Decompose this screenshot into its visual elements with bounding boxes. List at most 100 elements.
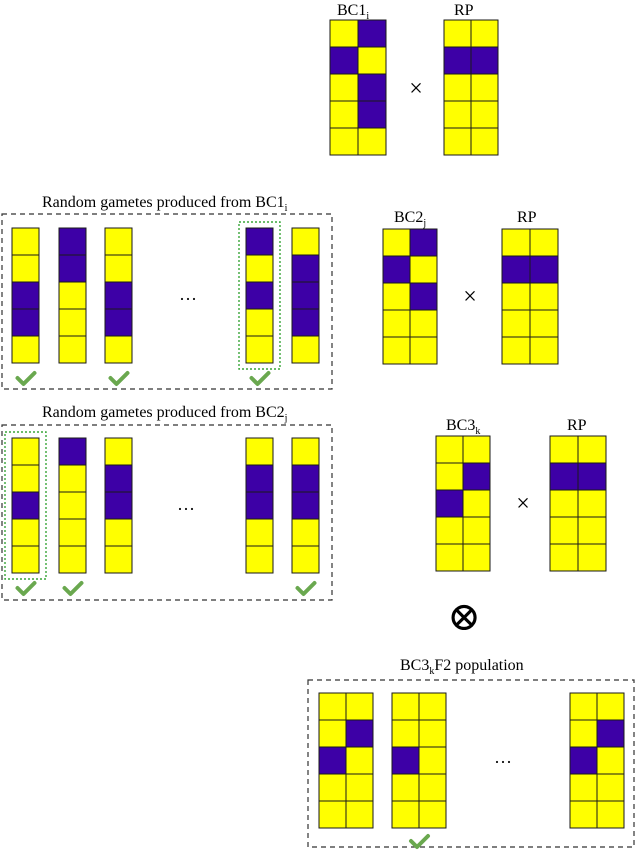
f2-individual [318,692,374,829]
genotype-rp2-cell [501,282,531,311]
gamete1-cell [58,281,87,310]
genotype-rp1-cell [470,46,499,75]
f2-individual-cell [569,746,598,775]
gamete2-cell [58,464,87,493]
f2-individual-cell [318,800,347,829]
gamete1-cell [245,281,274,310]
genotype-rp3-cell [577,489,607,518]
genotype-bc1-cell [357,73,387,102]
genotype-rp2-cell [529,309,559,338]
genotype-bc2-cell [409,336,438,365]
bc1-label: BC1i [337,2,369,22]
genotype-rp2-cell [529,282,559,311]
genotype-bc1-cell [329,127,359,156]
gamete1-cell [11,254,40,283]
gamete1-cell [104,281,133,310]
selected-checkmark [409,834,430,849]
genotype-rp1 [443,19,499,156]
gamete1-cell [11,227,40,256]
genotype-bc1-cell [357,100,387,129]
gamete2-cell [245,437,274,466]
bc3-label: BC3k [446,417,480,437]
rp-label-2: RP [517,209,537,226]
f2-individual-cell [596,692,625,721]
f2-population-title: BC3kF2 population [400,657,524,677]
genotype-rp1-cell [470,127,499,156]
genotype-bc2 [382,228,438,365]
f2-individual-cell [596,746,625,775]
f2-individual-cell [318,746,347,775]
f2-individual [391,692,447,829]
gamete2-cell [11,437,40,466]
gamete2-cell [104,518,133,547]
selfing-symbol: ⊗ [447,594,481,639]
gamete2-cell [245,491,274,520]
gamete1-cell [58,308,87,337]
gamete1-cell [104,335,133,364]
genotype-rp3-cell [577,516,607,545]
f2-population-box [307,679,635,848]
gamete2-cell [58,437,87,466]
gamete2-cell [11,464,40,493]
f2-individual-cell [596,773,625,802]
gamete1-cell [291,308,320,337]
bc2-label: BC2j [394,209,426,229]
ellipsis-2: ··· [177,499,195,519]
genotype-bc2-cell [409,228,438,257]
rp-label-3: RP [567,417,587,434]
genotype-rp3-cell [549,543,579,572]
genotype-rp1-cell [443,127,472,156]
gametes-bc2-title: Random gametes produced from BC2j [42,404,287,424]
f2-individual-cell [569,692,598,721]
selected-checkmark [15,581,37,596]
f2-individual-cell [418,773,447,802]
gamete1-cell [245,254,274,283]
gametes-bc2-box [1,424,333,601]
cross-symbol-3: × [516,491,530,517]
f2-individual-cell [418,692,447,721]
ellipsis-3: ··· [494,752,512,772]
gamete1-cell [58,254,87,283]
gamete2-cell [104,464,133,493]
genotype-bc3-cell [462,435,491,464]
genotype-bc2-cell [382,255,411,284]
selected-checkmark [295,581,317,596]
gamete1-cell [245,227,274,256]
f2-individual-cell [418,800,447,829]
genotype-bc2-cell [382,309,411,338]
f2-individual-cell [318,719,347,748]
selected-checkmark [249,371,271,386]
gamete1-cell [11,335,40,364]
gamete1-cell [58,227,87,256]
selected-gamete-box [4,431,47,580]
gamete2-cell [291,545,320,574]
genotype-bc2-cell [382,336,411,365]
f2-individual-cell [596,719,625,748]
genotype-bc3-cell [435,543,464,572]
f2-individual-cell [569,719,598,748]
gametes-bc1-box [1,213,333,390]
genotype-bc1-cell [357,46,387,75]
genotype-rp2-cell [501,255,531,284]
genotype-bc3-cell [462,489,491,518]
genotype-rp2-cell [529,228,559,257]
f2-individual-cell [318,692,347,721]
gamete2-cell [291,518,320,547]
genotype-rp3-cell [577,543,607,572]
f2-individual-cell [391,719,420,748]
gamete2-cell [291,437,320,466]
f2-individual-cell [391,692,420,721]
gamete2-cell [245,545,274,574]
gamete1-cell [291,281,320,310]
genotype-rp1-cell [443,100,472,129]
genotype-bc3-cell [462,543,491,572]
genotype-bc2-cell [382,282,411,311]
selected-gamete-box [238,221,281,370]
rp-label-1: RP [454,2,474,19]
selected-checkmark [15,371,37,386]
gamete2-cell [104,491,133,520]
gamete1-cell [291,335,320,364]
genotype-rp2-cell [529,336,559,365]
genotype-rp2-cell [501,336,531,365]
genotype-rp3-cell [549,489,579,518]
